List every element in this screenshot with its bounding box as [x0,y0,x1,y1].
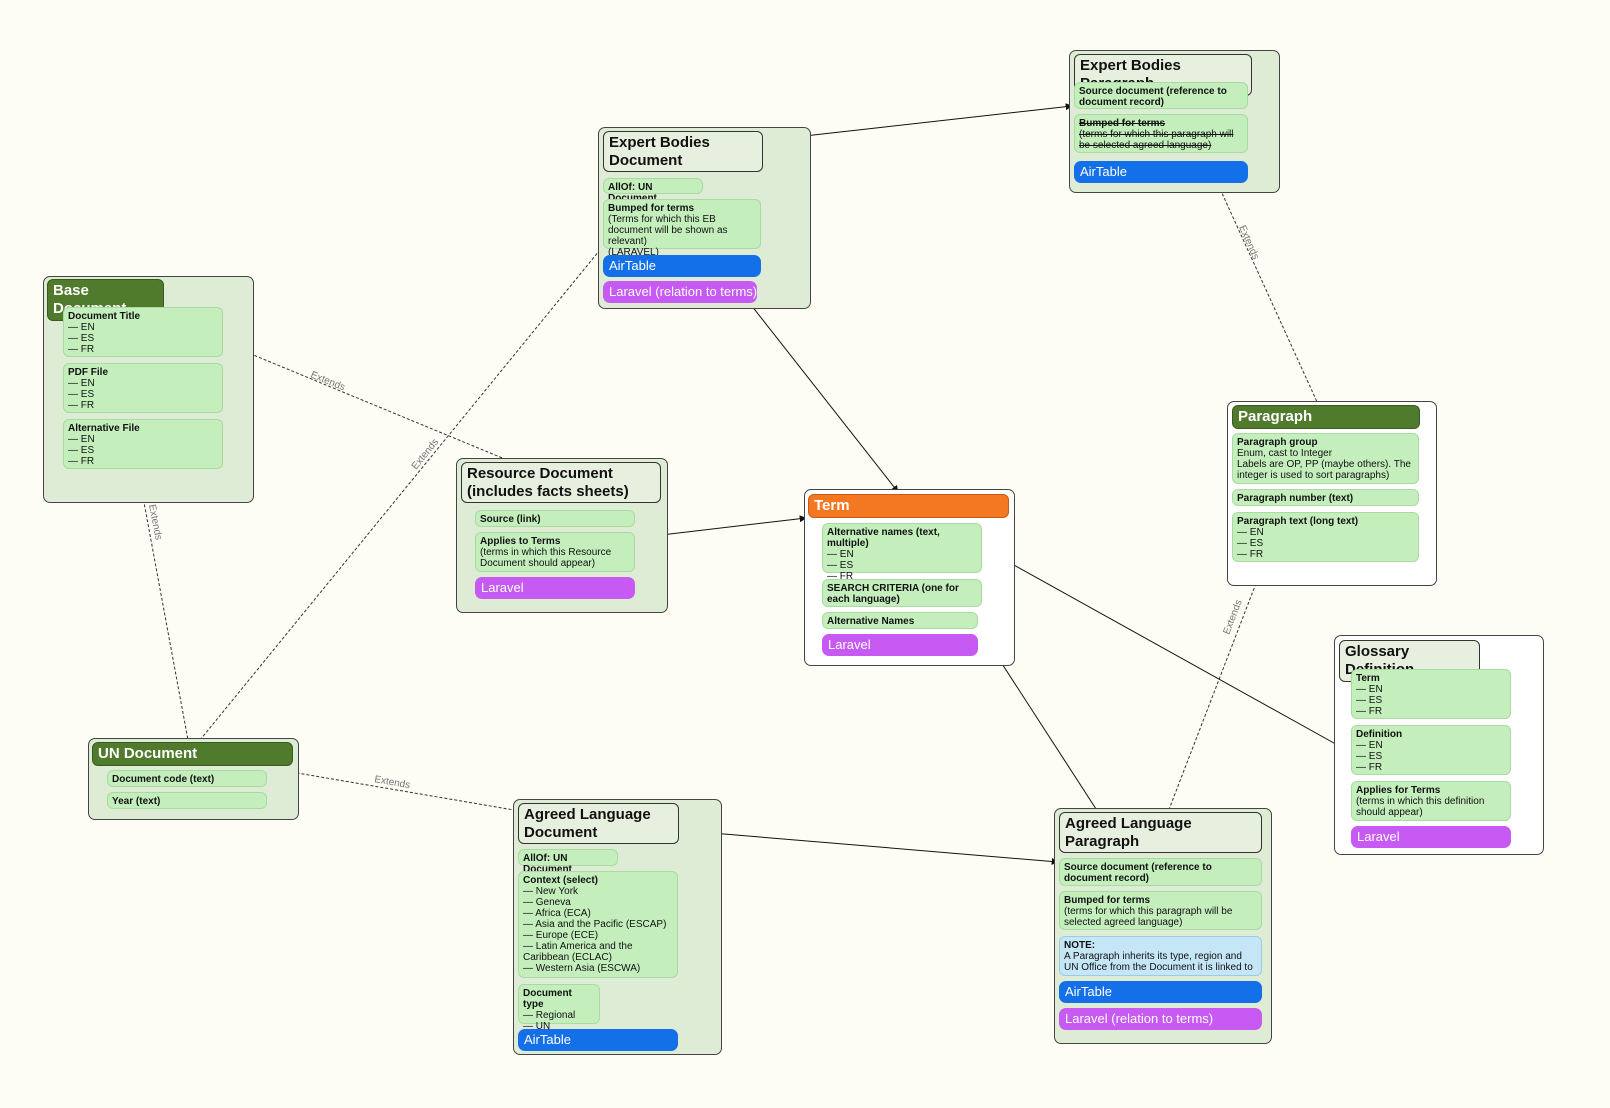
extends-label-6: Extends [1222,598,1245,636]
field-bumped-for-terms: Bumped for terms (Terms for which this E… [603,199,761,258]
laravel-tag: Laravel [475,577,635,599]
airtable-tag: AirTable [1059,981,1262,1003]
node-title: Paragraph [1232,405,1420,429]
laravel-tag: Laravel (relation to terms) [1059,1008,1262,1030]
field-search-criteria: SEARCH CRITERIA (one for each language) [822,579,982,607]
field-source-link: Source (link) [475,510,635,527]
field-paragraph-number: Paragraph number (text) [1232,489,1419,506]
extends-edge-base-un [137,469,189,741]
agreed-language-paragraph-node[interactable]: Agreed Language Paragraph Source documen… [1054,808,1272,1044]
field-applies-for-terms: Applies for Terms (terms in which this d… [1351,781,1511,821]
note-field: NOTE: A Paragraph inherits its type, reg… [1059,936,1262,976]
field-bumped-for-terms: Bumped for terms (terms for which this p… [1059,891,1262,930]
base-document-node[interactable]: Base Document Document Title — EN — ES —… [43,276,254,503]
field-definition: Definition — EN — ES — FR [1351,725,1511,775]
un-document-node[interactable]: UN Document Document code (text) Year (t… [88,738,299,820]
extends-edge-ebpara-para [1215,179,1319,405]
laravel-tag: Laravel [1351,826,1511,848]
node-title: Resource Document (includes facts sheets… [461,462,661,503]
field-paragraph-text: Paragraph text (long text) — EN — ES — F… [1232,512,1419,562]
laravel-tag: Laravel (relation to terms) [603,281,757,303]
node-title: UN Document [92,742,293,766]
glossary-definition-node[interactable]: Glossary Definition Term — EN — ES — FR … [1334,635,1544,855]
extends-label-3: Extends [410,437,441,472]
field-alternative-file: Alternative File — EN — ES — FR [63,419,223,469]
node-title: Agreed Language Paragraph [1059,812,1262,853]
field-document-type: Document type — Regional — UN Resolution [518,984,600,1043]
field-paragraph-group: Paragraph group Enum, cast to Integer La… [1232,433,1419,484]
extends-label-1: Extends [309,370,347,394]
term-node[interactable]: Term Alternative names (text, multiple) … [804,489,1015,666]
airtable-tag: AirTable [603,255,761,277]
field-applies-to-terms: Applies to Terms (terms in which this Re… [475,532,635,572]
airtable-tag: AirTable [518,1029,678,1051]
extends-label-2: Extends [146,503,164,541]
resource-document-node[interactable]: Resource Document (includes facts sheets… [456,458,668,613]
extends-edge-un-expertdoc [199,239,609,741]
extends-edge-para-alpara [1167,559,1266,813]
airtable-tag: AirTable [1074,161,1248,183]
paragraph-node[interactable]: Paragraph Paragraph group Enum, cast to … [1227,401,1437,586]
expert-bodies-document-node[interactable]: Expert Bodies Document AllOf: UN Documen… [598,127,811,309]
edge-expertdoc-ebpara [759,103,1073,142]
field-term: Term — EN — ES — FR [1351,669,1511,719]
field-allof-un-document: AllOf: UN Document [603,178,703,204]
edge-term-glossary [977,544,1351,753]
field-context-select: Context (select) — New York — Geneva — A… [518,871,678,978]
node-title: Term [808,494,1009,518]
node-title: Agreed Language Document [518,803,679,844]
field-year: Year (text) [107,792,267,809]
field-allof-un-document: AllOf: UN Document [518,849,618,875]
expert-bodies-paragraph-node[interactable]: Expert Bodies Paragraph Source document … [1069,50,1280,193]
extends-edge-un-agreeddoc [261,766,515,811]
field-document-title: Document Title — EN — ES — FR [63,307,223,357]
agreed-language-document-node[interactable]: Agreed Language Document AllOf: UN Docum… [513,799,722,1055]
node-title: Expert Bodies Document [603,131,763,172]
field-bumped-for-terms: Bumped for terms (terms for which this p… [1074,114,1248,153]
field-source-document: Source document (reference to document r… [1074,82,1248,109]
field-pdf-file: PDF File — EN — ES — FR [63,363,223,413]
field-alternative-names-multiple: Alternative names (text, multiple) — EN … [822,523,982,582]
extends-label-4: Extends [373,774,411,791]
extends-label-5: Extends [1236,224,1261,261]
laravel-tag: Laravel [822,634,978,656]
field-source-document: Source document (reference to document r… [1059,858,1262,886]
extends-edge-base-resource [221,341,513,463]
edge-agreeddoc-alpara [675,829,1059,865]
field-document-code: Document code (text) [107,770,267,787]
field-alternative-names: Alternative Names [822,612,978,629]
